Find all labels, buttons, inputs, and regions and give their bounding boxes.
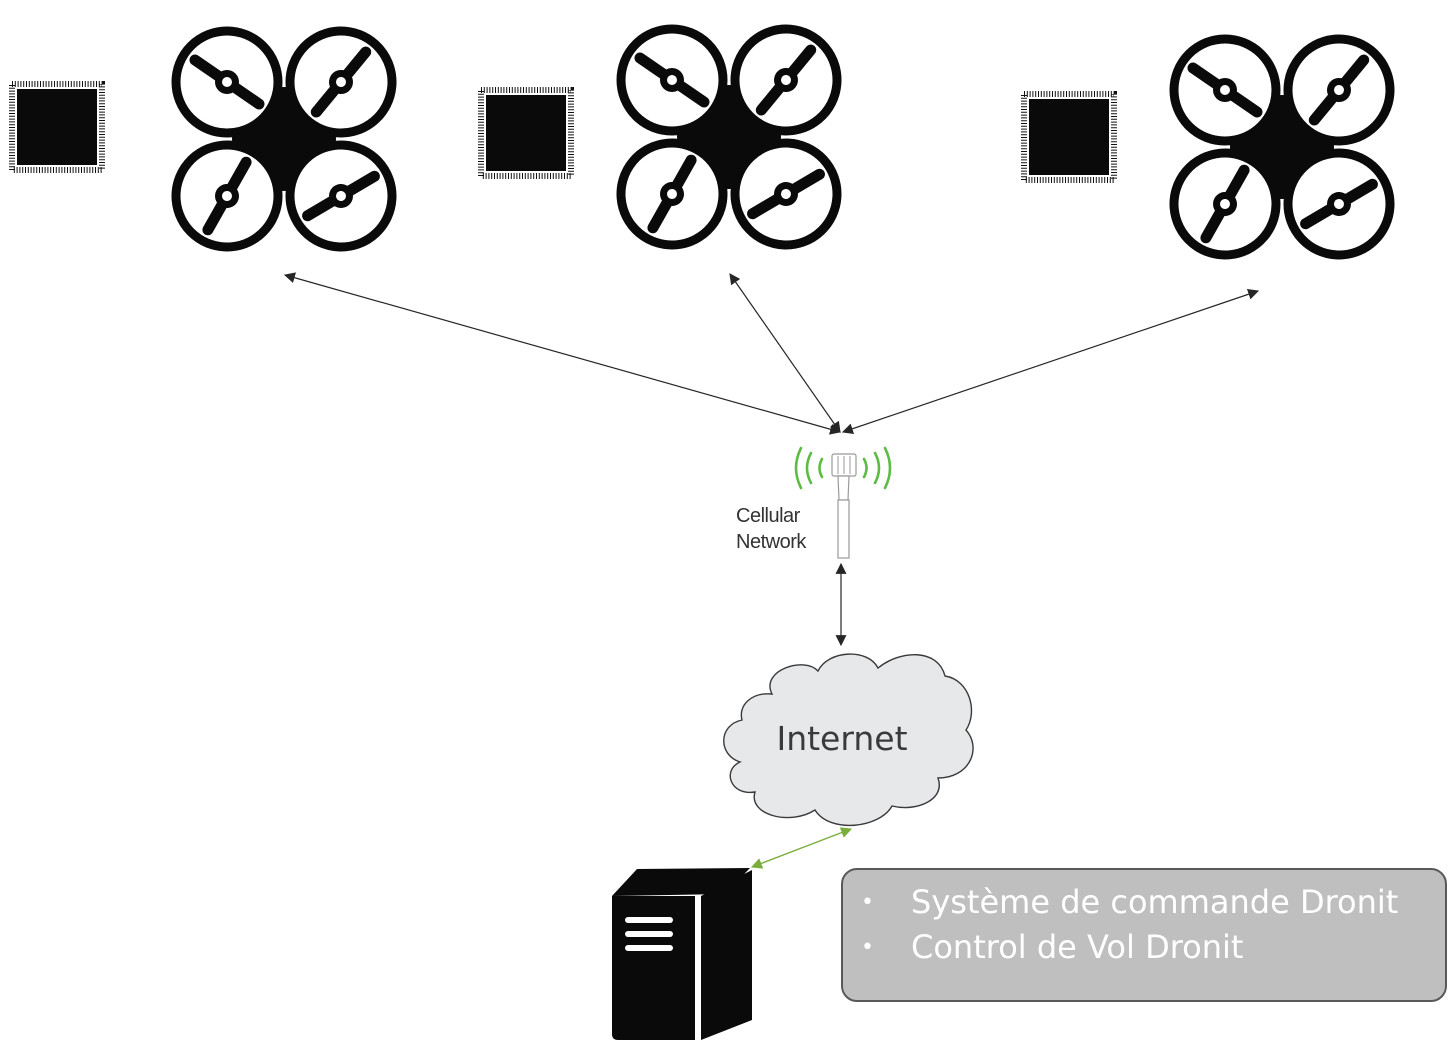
- microcontroller-chip-icon: [12, 84, 102, 170]
- list-item: • Control de Vol Dronit: [861, 925, 1445, 970]
- list-item-text: Control de Vol Dronit: [911, 928, 1244, 966]
- internet-label: Internet: [776, 719, 907, 758]
- drone-icon: [1170, 35, 1407, 272]
- bullet-icon: •: [861, 890, 874, 915]
- microcontroller-chip-icon: [1024, 94, 1114, 180]
- internet-cloud-icon: Internet: [723, 653, 974, 827]
- cellular-network-label-line-1: Cellular: [736, 505, 800, 527]
- internet-server-link-arrow: [750, 827, 853, 869]
- drone-3-link-arrow: [841, 288, 1260, 435]
- list-item-text: Système de commande Dronit: [911, 883, 1399, 921]
- dronit-systems-callout: • Système de commande Dronit • Control de …: [841, 868, 1447, 1002]
- cellular-network-label: Cellular Network: [736, 503, 806, 555]
- microcontroller-chip-icon: [481, 90, 571, 176]
- list-item: • Système de commande Dronit: [861, 880, 1445, 925]
- bullet-icon: •: [861, 935, 874, 960]
- server-tower-icon: [612, 868, 752, 1040]
- drone-1-link-arrow: [283, 272, 842, 435]
- drone-icon: [172, 27, 409, 264]
- dronit-systems-list: • Système de commande Dronit • Control de …: [861, 880, 1445, 970]
- drone-2-link-arrow: [729, 273, 841, 433]
- cellular-network-label-line-2: Network: [736, 531, 806, 553]
- drone-icon: [617, 25, 854, 262]
- cellular-tower-icon: [794, 446, 892, 559]
